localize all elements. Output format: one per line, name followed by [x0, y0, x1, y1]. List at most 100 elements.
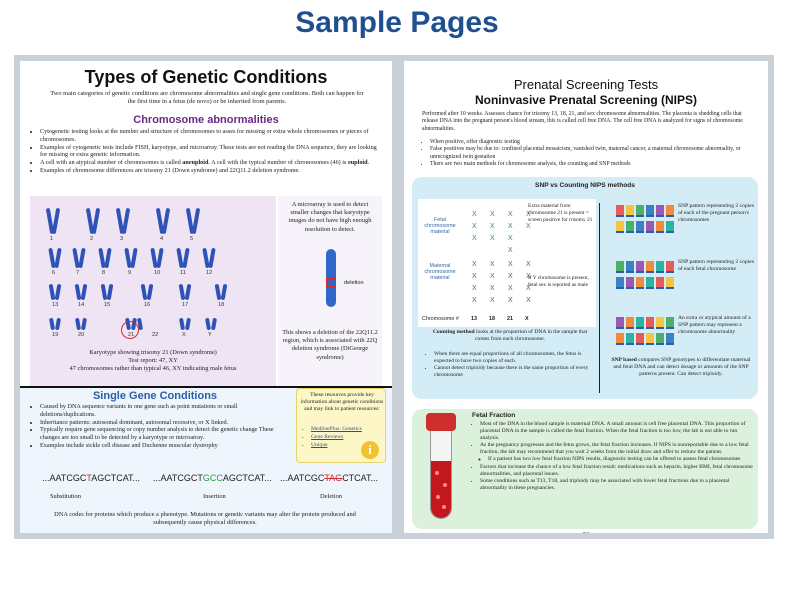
panel-divider [599, 203, 600, 393]
maternal-strand: X [472, 297, 477, 304]
snp-marker [646, 317, 654, 329]
maternal-strand: X [508, 261, 513, 268]
fetal-strand: X [490, 235, 495, 242]
chromosome-number: 11 [180, 270, 186, 276]
snp-pattern-fetal: SNP pattern representing 2 copies of eac… [678, 259, 754, 273]
fetal-strand: X [508, 235, 513, 242]
chromosome-18 [220, 283, 228, 301]
snp-marker [666, 205, 674, 217]
right-page-subtitle: Noninvasive Prenatal Screening (NIPS) [474, 93, 698, 107]
list-item: Cytogenetic testing looks at the number … [40, 128, 384, 144]
blood-cell [442, 505, 446, 509]
chromosome-7 [78, 247, 86, 269]
deletion-label: deletion [344, 280, 364, 286]
snp-marker [636, 261, 644, 273]
counting-bullets: When there are equal proportions of all … [426, 351, 596, 379]
chromosome-col-21: 21 [507, 316, 513, 322]
chromosome-Y [210, 317, 218, 331]
chromosome-10 [156, 247, 164, 269]
resource-link-unique[interactable]: Unique [311, 441, 385, 449]
nips-bullets: When positive, offer diagnostic testing … [422, 139, 748, 169]
blood-cell [436, 495, 440, 499]
list-item: Factors that increase the chance of a lo… [480, 464, 754, 478]
snp-marker [656, 277, 664, 289]
list-item: Inheritance patterns: autosomal dominant… [40, 419, 294, 427]
snp-marker [636, 317, 644, 329]
chromosome-number: 4 [160, 236, 164, 242]
snp-marker [616, 261, 624, 273]
caption-line: Karyotype showing trisomy 21 (Down syndr… [89, 349, 217, 356]
snp-marker [666, 317, 674, 329]
list-item: As the pregnancy progresses and the fetu… [480, 442, 754, 456]
snp-marker [616, 317, 624, 329]
list-item: If a patient has two low fetal fraction … [488, 456, 754, 463]
chromosome-row-label: Chromosome # [422, 316, 459, 322]
info-icon: i [361, 441, 379, 459]
snp-marker [656, 333, 664, 345]
snp-marker [626, 317, 634, 329]
chromosome-col-18: 18 [489, 316, 495, 322]
mutation-deletion: ...AATCGCTAGCTCAT... [280, 473, 378, 483]
snp-marker [646, 277, 654, 289]
left-page-intro: Two main categories of genetic condition… [50, 90, 364, 106]
resources-callout: These resources provide key information … [296, 388, 386, 463]
list-item: False positives may be due to: confined … [430, 146, 748, 161]
caption-line: 47 chromosomes rather than typical 46, X… [69, 365, 237, 373]
dna-sequence: ...AATCGC [280, 473, 325, 483]
chromosome-number: 7 [76, 270, 80, 276]
chromosome-number: Y [208, 332, 212, 338]
blood-cell [435, 471, 439, 475]
fetal-strand: X [508, 223, 513, 230]
chromosome-number: 20 [78, 332, 85, 338]
chromosome-number: 14 [78, 302, 85, 308]
blood-cell [443, 483, 447, 487]
fetal-strand: X [472, 211, 477, 218]
snp-marker [616, 205, 624, 217]
maternal-strand: X [526, 261, 531, 268]
right-page-title: Prenatal Screening Tests [513, 77, 659, 92]
fetal-fraction-bullets: Most of the DNA in the blood sample is m… [472, 421, 754, 492]
fetal-fraction-panel: Fetal Fraction Most of the DNA in the bl… [412, 409, 758, 529]
chromosome-number: 1 [50, 236, 54, 242]
chromosome-12 [208, 247, 216, 269]
chromosome-number: 9 [128, 270, 132, 276]
snp-marker [616, 277, 624, 289]
snp-marker [636, 333, 644, 345]
snp-based-label: SNP based [611, 357, 637, 363]
snp-pattern-maternal: SNP pattern representing 2 copies of eac… [678, 203, 754, 224]
left-sample-page: Types of Genetic Conditions Two main cat… [14, 55, 398, 539]
dna-sequence: CTCAT... [342, 473, 379, 483]
deletion-band [326, 278, 336, 287]
chromosome-number: 13 [52, 302, 59, 308]
list-item: There are two main methods for chromosom… [430, 161, 748, 168]
dna-sequence: ...AATCGC [42, 473, 87, 483]
counting-method-text: Counting method looks at the proportion … [430, 329, 590, 343]
chromosome-1 [51, 207, 61, 235]
chromosome-17 [184, 283, 192, 301]
chromosome-number: 2 [90, 236, 94, 242]
deletion-x-icon: ✕ [328, 276, 335, 285]
snp-marker [646, 333, 654, 345]
resource-link-medlineplus[interactable]: MedlinePlus: Genetics [311, 425, 385, 433]
list-item: Examples of cytogenetic tests include FI… [40, 144, 384, 160]
snp-marker [626, 205, 634, 217]
chromosome-16 [146, 283, 154, 301]
resource-link-gene-reviews[interactable]: Gene Reviews [311, 433, 385, 441]
maternal-strand: X [472, 273, 477, 280]
snp-marker [626, 261, 634, 273]
snp-marker [656, 317, 664, 329]
dna-sequence: AGCTCAT... [91, 473, 141, 483]
fetal-strand: X [526, 223, 531, 230]
snp-marker [656, 261, 664, 273]
snp-pattern-abnormal: An extra or atypical amount of a SNP pat… [678, 315, 751, 336]
counting-method-desc: looks at the proportion of DNA in the sa… [475, 329, 588, 343]
snp-based-text: SNP based compares SNP genotypes to diff… [608, 357, 754, 378]
fetal-strand: X [472, 223, 477, 230]
resource-links: MedlinePlus: Genetics Gene Reviews Uniqu… [305, 425, 385, 450]
chromosome-6 [54, 247, 62, 269]
list-item: When positive, offer diagnostic testing [430, 139, 748, 146]
chromosome-number: 10 [154, 270, 161, 276]
karyotype-caption: Karyotype showing trisomy 21 (Down syndr… [30, 349, 276, 374]
list-item: Typically require gene sequencing or cop… [40, 426, 294, 442]
chromosome-19 [48, 317, 56, 331]
